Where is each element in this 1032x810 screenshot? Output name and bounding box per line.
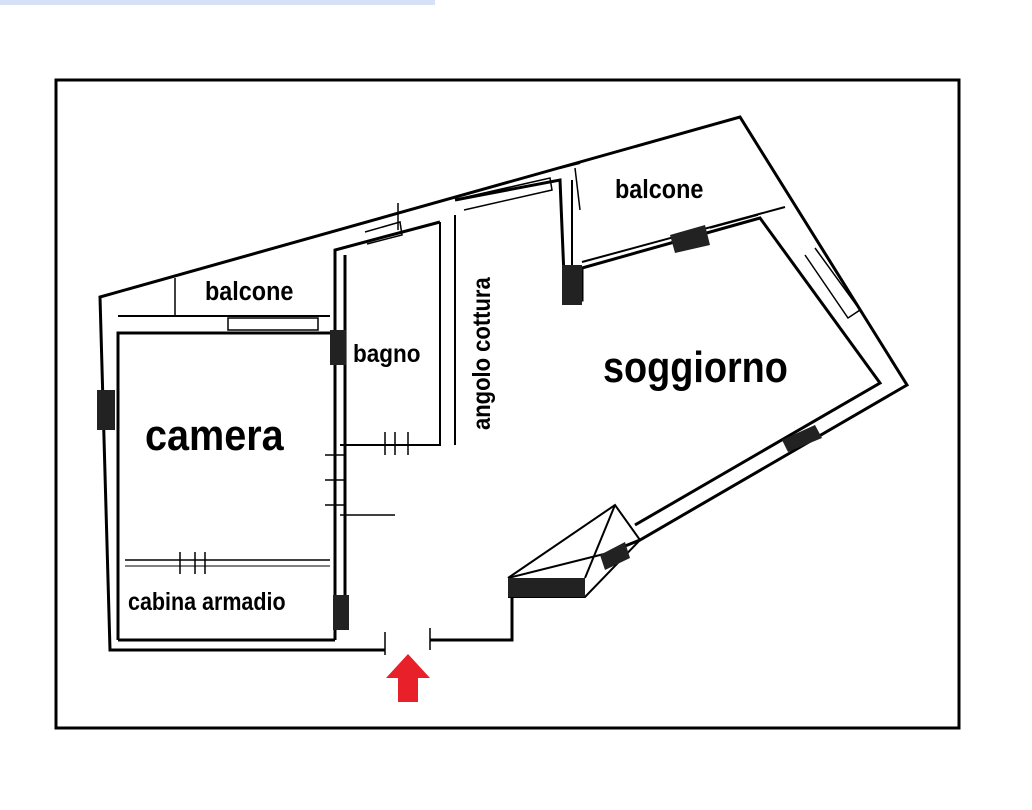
label-cabina-armadio: cabina armadio [128,587,286,615]
label-angolo-cottura: angolo cottura [468,276,496,430]
label-balcone-right: balcone [615,176,703,204]
top-highlight-bar [0,0,435,5]
entrance-arrow-icon [386,654,430,702]
label-camera: camera [145,410,284,459]
label-balcone-left: balcone [205,278,293,306]
door-ticks [179,203,431,655]
plan-frame [54,78,961,730]
label-bagno: bagno [353,340,420,368]
label-soggiorno: soggiorno [603,342,788,391]
windows [227,177,862,500]
pillars [97,225,822,630]
